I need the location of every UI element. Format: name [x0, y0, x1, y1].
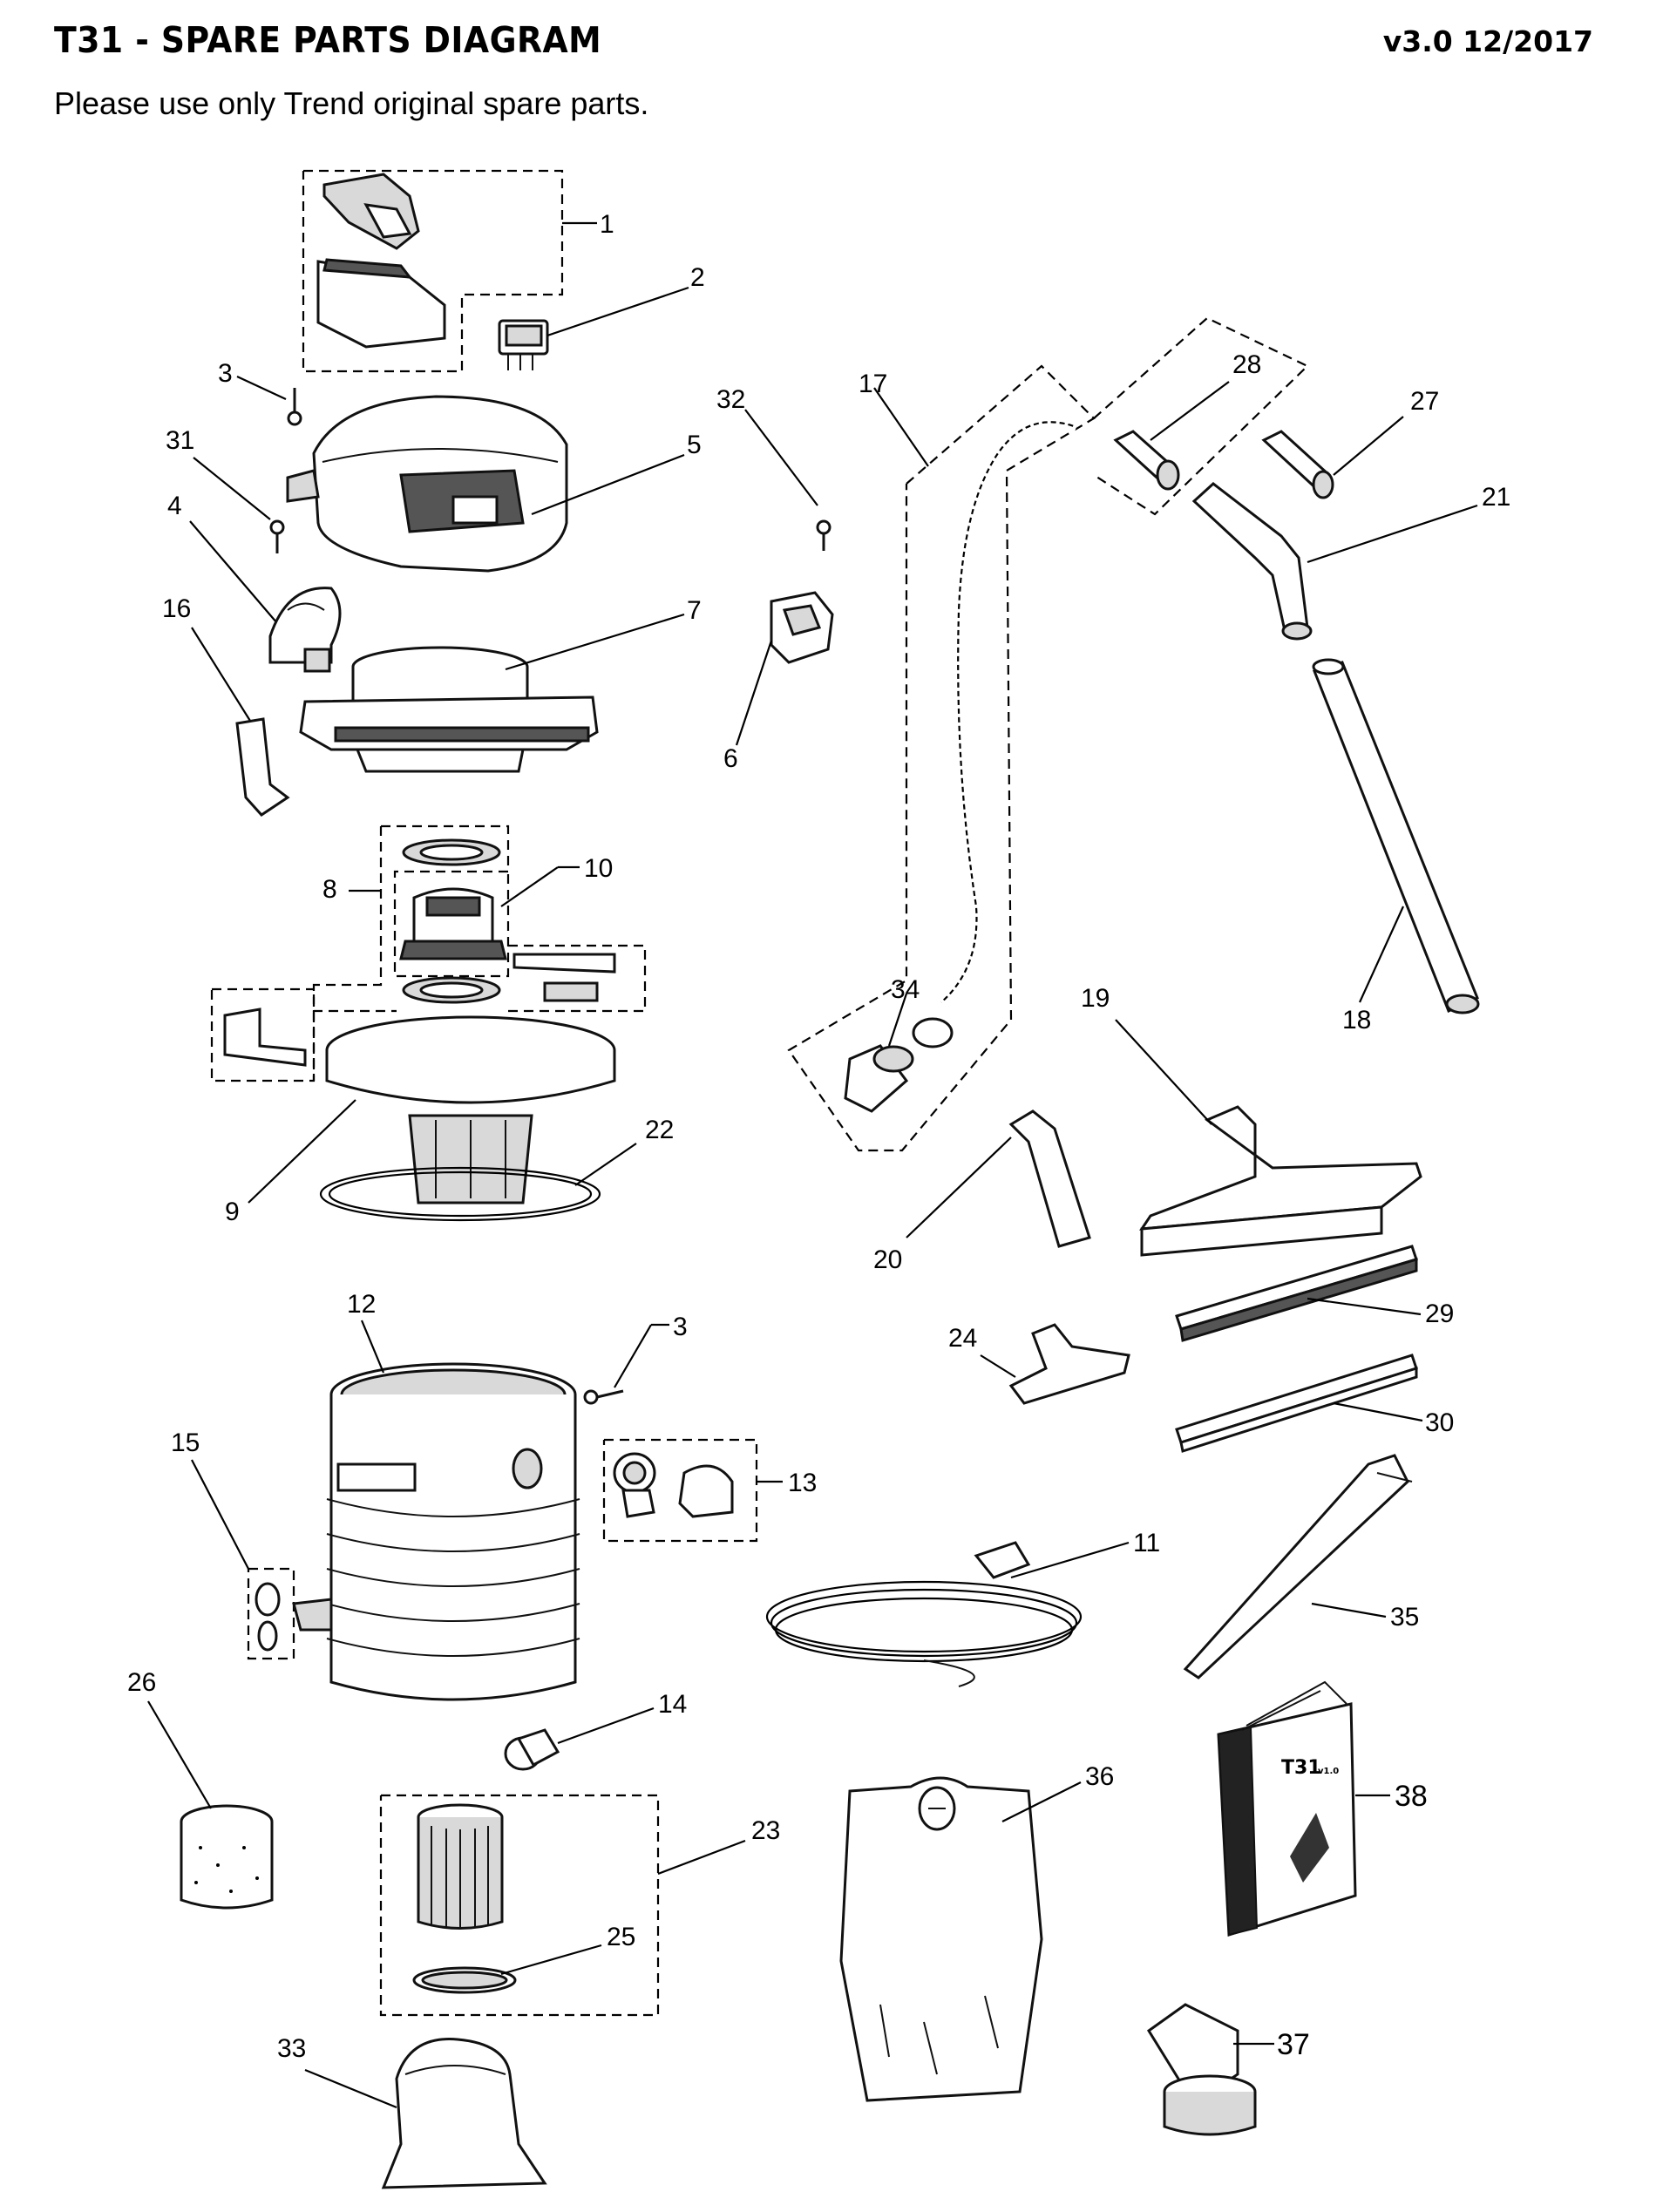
part-11-power-cable: [765, 1541, 1130, 1687]
part-31-screw: [193, 457, 285, 553]
part-35-cable-tie: [1183, 1454, 1413, 1679]
part-1-switch-cover-group: [302, 169, 597, 373]
part-13-adaptor-group: [602, 1438, 783, 1543]
page-subtitle: Please use only Trend original spare par…: [54, 85, 649, 121]
part-20-crevice-tool: [906, 1109, 1091, 1248]
callout-35: 35: [1390, 1603, 1419, 1632]
callout-33: 33: [277, 2034, 306, 2063]
part-3-screw-upper: [236, 376, 302, 426]
callout-22: 22: [645, 1116, 674, 1144]
part-15-seal-group: [191, 1459, 333, 1660]
callout-20: 20: [873, 1245, 902, 1274]
callout-6: 6: [723, 744, 738, 773]
callout-16: 16: [162, 594, 191, 623]
part-32-screw: [744, 409, 832, 551]
callout-30: 30: [1425, 1408, 1454, 1437]
part-36-dust-bag: [839, 1776, 1082, 2102]
callout-28: 28: [1232, 350, 1261, 379]
callout-4: 4: [167, 492, 182, 520]
part-33-filter-bag: [304, 2038, 547, 2189]
callout-29: 29: [1425, 1299, 1454, 1328]
part-27-adaptor: [1261, 416, 1404, 499]
callout-15: 15: [171, 1428, 200, 1457]
page-title: T31 - SPARE PARTS DIAGRAM: [54, 19, 602, 61]
callout-31: 31: [166, 426, 194, 455]
part-2-switch: [498, 286, 689, 370]
callout-19: 19: [1081, 984, 1110, 1013]
callout-24: 24: [948, 1324, 977, 1353]
part-38-manual: T31 v1.0: [1217, 1680, 1390, 1937]
part-clamp-strip: [223, 1008, 307, 1067]
callout-25: 25: [607, 1923, 635, 1951]
callout-27: 27: [1410, 387, 1439, 416]
part-37-dust-brush: [1146, 2003, 1274, 2136]
part-22-gasket: [319, 1143, 637, 1222]
part-18-tube: [1312, 658, 1480, 1014]
manual-cover-version: v1.0: [1318, 1767, 1339, 1776]
callout-37: 37: [1277, 2028, 1310, 2061]
callout-1: 1: [600, 210, 614, 239]
part-14-castor: [504, 1706, 655, 1771]
callout-14: 14: [658, 1690, 687, 1719]
part-21-bend: [1191, 482, 1478, 641]
part-26-foam-filter: [147, 1700, 274, 1910]
part-3-screw-lower: [583, 1323, 669, 1405]
manual-cover-title: T31: [1281, 1757, 1321, 1779]
callout-36: 36: [1085, 1762, 1114, 1791]
part-6-socket: [735, 591, 834, 746]
part-7-motor-housing: [299, 613, 685, 773]
part-30-rubber-strip: [1175, 1354, 1423, 1453]
part-16-clip: [191, 627, 290, 817]
callout-3a: 3: [218, 359, 233, 388]
callout-7: 7: [687, 596, 702, 625]
part-12-container: [326, 1320, 580, 1701]
callout-8: 8: [322, 875, 337, 904]
callout-3b: 3: [673, 1313, 688, 1341]
callout-21: 21: [1482, 483, 1510, 512]
callout-12: 12: [347, 1290, 376, 1319]
callout-2: 2: [690, 263, 705, 292]
callout-18: 18: [1342, 1006, 1371, 1035]
part-9-lower-housing: [248, 1011, 616, 1204]
callout-13: 13: [788, 1469, 817, 1497]
part-5-head-cover: [286, 395, 685, 573]
part-17-hose-group: [787, 364, 1096, 1152]
callout-26: 26: [127, 1668, 156, 1697]
part-23-filter-group: [379, 1794, 746, 2017]
part-28-adaptor: [1093, 316, 1309, 516]
callout-5: 5: [687, 431, 702, 459]
callout-34: 34: [891, 975, 920, 1004]
callout-11: 11: [1133, 1529, 1160, 1557]
callout-10: 10: [584, 854, 613, 883]
part-24-upholstery-tool: [980, 1323, 1130, 1405]
part-19-floor-tool: [1115, 1019, 1422, 1257]
callout-17: 17: [859, 370, 887, 398]
part-29-brush-strip: [1175, 1245, 1422, 1342]
callout-38: 38: [1395, 1780, 1428, 1813]
callout-23: 23: [751, 1816, 780, 1845]
part-4-bracket: [189, 520, 342, 673]
callout-32: 32: [716, 385, 745, 414]
callout-9: 9: [225, 1198, 240, 1226]
version-label: v3.0 12/2017: [1382, 24, 1593, 58]
